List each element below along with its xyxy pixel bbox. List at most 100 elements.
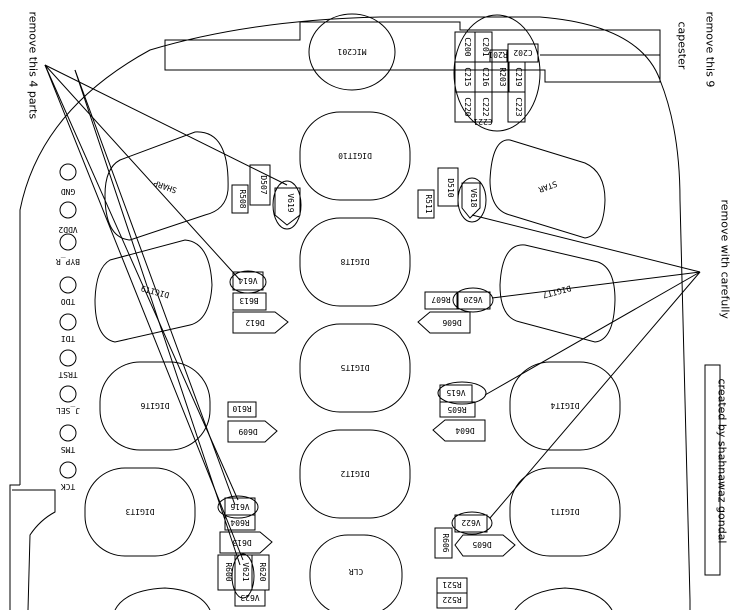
- part-r201: R201: [488, 50, 507, 59]
- key-digit6[interactable]: DIGIT6: [99, 361, 211, 451]
- pad-vdd2: VDD2: [58, 201, 78, 234]
- note-remove-9: remove this 9: [703, 11, 717, 88]
- part-v614: V614: [238, 276, 257, 285]
- svg-text:DIGIT10: DIGIT10: [338, 151, 372, 160]
- part-r610: R610: [232, 404, 251, 413]
- highlight-v621: [231, 553, 255, 599]
- part-r600: R600: [224, 562, 233, 581]
- part-v623: V623: [240, 593, 259, 602]
- part-v620: V620: [463, 295, 482, 304]
- svg-text:STAR: STAR: [537, 179, 558, 194]
- part-c216: C216: [481, 67, 490, 86]
- pad-tdo: TDO: [59, 276, 77, 306]
- key-digit8[interactable]: DIGIT8: [299, 217, 411, 307]
- mic-201-label: MIC201: [337, 47, 366, 56]
- note-capester: capester: [675, 21, 689, 70]
- highlight-v619: [272, 180, 302, 230]
- svg-text:TMS: TMS: [61, 445, 76, 454]
- svg-text:SHARP: SHARP: [152, 178, 178, 195]
- part-c201: C201: [481, 37, 490, 56]
- pad-trst: TRST: [58, 349, 78, 379]
- credit-box: [704, 364, 721, 576]
- svg-text:DIGIT6: DIGIT6: [140, 401, 169, 410]
- highlight-caps: [453, 14, 541, 132]
- cap-block: [454, 31, 539, 123]
- svg-text:DIGIT5: DIGIT5: [340, 363, 369, 372]
- key-digit4[interactable]: DIGIT4: [509, 361, 621, 451]
- key-digit2[interactable]: DIGIT2: [299, 429, 411, 519]
- key-digit10[interactable]: DIGIT10: [299, 111, 411, 201]
- svg-text:DIGIT9: DIGIT9: [140, 283, 170, 299]
- svg-text:TCK: TCK: [61, 482, 76, 491]
- part-r607: R607: [431, 295, 450, 304]
- part-v622: V622: [461, 518, 480, 527]
- part-c219: C219: [514, 67, 523, 86]
- key-clr[interactable]: CLR: [309, 534, 403, 610]
- group-r521: [436, 577, 468, 609]
- svg-text:CLR: CLR: [349, 567, 364, 576]
- highlight-v622: [451, 511, 493, 535]
- group-v616: [219, 497, 273, 554]
- svg-text:VDD2: VDD2: [58, 225, 77, 234]
- highlight-v614: [229, 270, 267, 294]
- part-v615: V615: [446, 388, 465, 397]
- leader-lines-left: [44, 64, 288, 566]
- pad-j-sel: J_SEL: [56, 385, 80, 415]
- part-r620: R620: [258, 562, 267, 581]
- key-digit3[interactable]: DIGIT3: [84, 467, 196, 557]
- pad-tck: TCK: [59, 461, 77, 491]
- part-v616: V616: [230, 502, 249, 511]
- mic-201: [308, 13, 396, 91]
- part-c215: C215: [463, 67, 472, 86]
- svg-text:TDI: TDI: [61, 334, 76, 343]
- part-c202: C202: [513, 48, 532, 57]
- pad-gnd: GND: [59, 163, 77, 196]
- part-b613: B613: [239, 296, 258, 305]
- part-c223: C223: [514, 97, 523, 116]
- part-c222: C222: [481, 97, 490, 116]
- part-d507: D507: [259, 175, 268, 194]
- group-v622: [434, 514, 516, 559]
- key-digit7[interactable]: DIGIT7: [499, 244, 616, 343]
- highlight-v615: [437, 381, 487, 405]
- board-outline: [9, 16, 691, 610]
- part-v618: V618: [469, 188, 478, 207]
- key-digit9[interactable]: DIGIT9: [94, 239, 213, 343]
- part-d605: D605: [472, 540, 491, 549]
- part-c220: C220: [463, 97, 472, 116]
- top-connector-outline: [164, 21, 661, 83]
- group-v621: [217, 554, 270, 607]
- svg-text:BYP_R: BYP_R: [56, 257, 80, 266]
- part-r203: R203: [498, 67, 507, 86]
- svg-text:J_SEL: J_SEL: [56, 406, 80, 415]
- part-d609: D609: [238, 427, 257, 436]
- svg-text:GND: GND: [61, 187, 76, 196]
- svg-text:TRST: TRST: [58, 370, 77, 379]
- highlight-v618: [457, 177, 487, 223]
- key-star[interactable]: STAR: [489, 139, 606, 239]
- pad-tms: TMS: [59, 424, 77, 454]
- part-d604: D604: [455, 426, 474, 435]
- key-digit1[interactable]: DIGIT1: [509, 467, 621, 557]
- key-partial-right: [514, 587, 613, 610]
- pad-byp-r: BYP_R: [56, 233, 80, 266]
- group-d507: [231, 164, 301, 226]
- key-sharp[interactable]: SHARP: [104, 131, 229, 241]
- key-digit5[interactable]: DIGIT5: [299, 323, 411, 413]
- svg-text:DIGIT4: DIGIT4: [550, 401, 579, 410]
- highlight-v620: [452, 287, 494, 313]
- part-v621: V621: [241, 562, 250, 581]
- part-c221: C221: [473, 117, 492, 126]
- svg-text:DIGIT2: DIGIT2: [340, 469, 369, 478]
- part-r522: R522: [442, 595, 461, 604]
- part-r508: R508: [238, 189, 247, 208]
- group-d510: [417, 167, 481, 219]
- highlight-v616: [217, 495, 259, 519]
- note-remove-4-parts: remove this 4 parts: [26, 11, 40, 120]
- svg-text:DIGIT3: DIGIT3: [125, 507, 154, 516]
- part-d613: D613: [232, 538, 251, 547]
- group-r610: [227, 401, 278, 443]
- part-r521: R521: [442, 580, 461, 589]
- svg-text:DIGIT8: DIGIT8: [340, 257, 369, 266]
- group-v615: [432, 384, 486, 442]
